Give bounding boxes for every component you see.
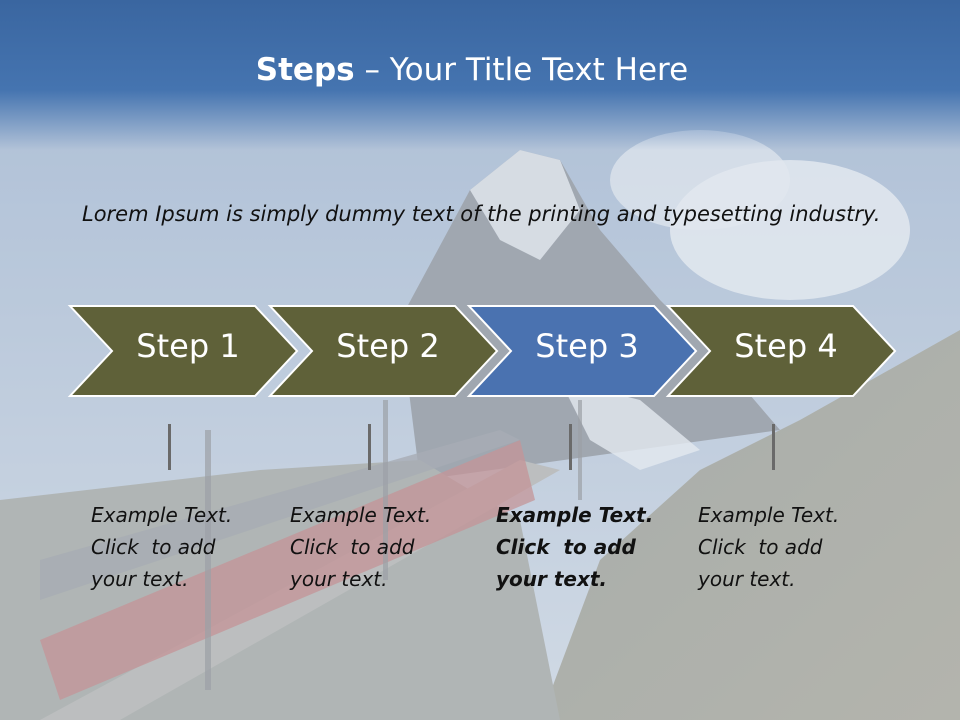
step-2-connector — [368, 424, 371, 470]
step-3-line-3: your text. — [496, 567, 608, 591]
step-4-description[interactable]: Example Text. Click to add your text. — [698, 499, 878, 595]
step-4-chevron[interactable] — [665, 305, 897, 397]
title-rest-part: – Your Title Text Here — [354, 52, 689, 88]
step-4-line-3: your text. — [698, 567, 796, 591]
step-1-line-2: Click to add — [91, 535, 216, 559]
step-4-label: Step 4 — [734, 327, 838, 365]
step-3-line-1: Example Text. — [496, 503, 654, 527]
step-4-line-2: Click to add — [698, 535, 823, 559]
step-3-connector — [569, 424, 572, 470]
step-3-label: Step 3 — [535, 327, 639, 365]
step-3-description[interactable]: Example Text. Click to add your text. — [496, 499, 676, 595]
title-bold-part: Steps — [255, 52, 355, 88]
slide-title[interactable]: Steps – Your Title Text Here — [0, 52, 944, 88]
step-4-connector — [772, 424, 775, 470]
step-1-label: Step 1 — [136, 327, 240, 365]
step-2-chevron[interactable] — [267, 305, 499, 397]
title-band — [0, 0, 960, 150]
step-3-chevron[interactable] — [466, 305, 698, 397]
step-1-chevron[interactable] — [67, 305, 299, 397]
step-1-line-1: Example Text. — [91, 503, 233, 527]
step-2-description[interactable]: Example Text. Click to add your text. — [290, 499, 470, 595]
step-1-connector — [168, 424, 171, 470]
step-4-line-1: Example Text. — [698, 503, 840, 527]
step-2-line-1: Example Text. — [290, 503, 432, 527]
step-1-line-3: your text. — [91, 567, 189, 591]
step-2-line-3: your text. — [290, 567, 388, 591]
step-1-description[interactable]: Example Text. Click to add your text. — [91, 499, 271, 595]
step-2-line-2: Click to add — [290, 535, 415, 559]
step-3-line-2: Click to add — [496, 535, 636, 559]
intro-text[interactable]: Lorem Ipsum is simply dummy text of the … — [82, 202, 881, 226]
step-2-label: Step 2 — [336, 327, 440, 365]
